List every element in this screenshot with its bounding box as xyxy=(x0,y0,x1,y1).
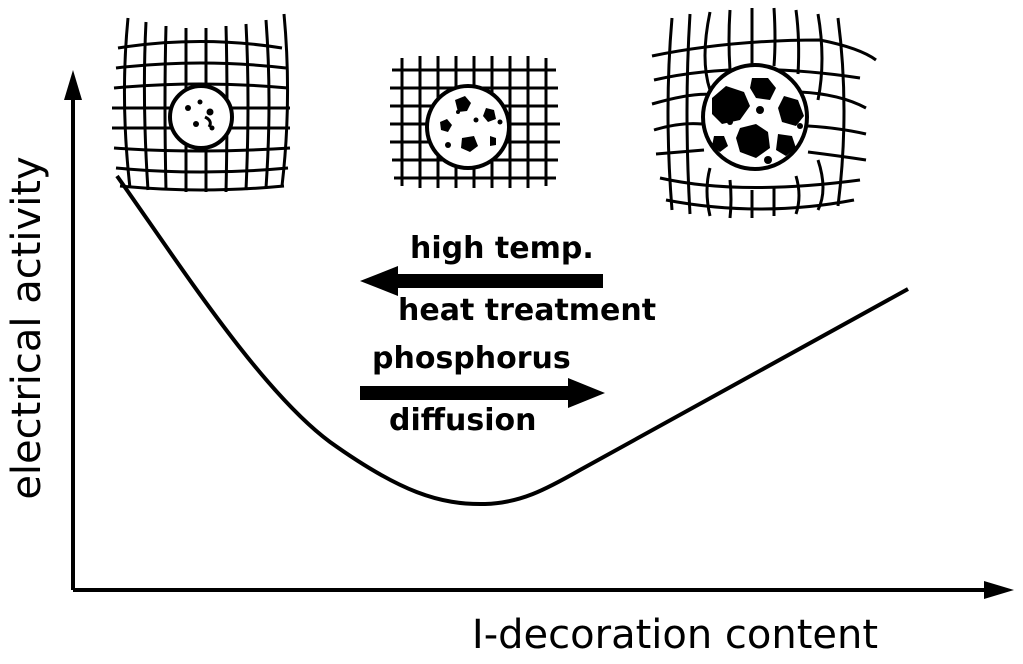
x-axis-arrowhead xyxy=(984,581,1014,599)
phosphorus-diffusion-arrow xyxy=(360,378,605,408)
phosphorus-diffusion-label-bottom: diffusion xyxy=(389,403,537,438)
arrow-head xyxy=(360,266,398,296)
heat-treatment-label-top: high temp. xyxy=(410,231,594,266)
activity-curve xyxy=(115,174,909,507)
phosphorus-diffusion-label-top: phosphorus xyxy=(372,341,571,376)
heat-treatment-label-bottom: heat treatment xyxy=(398,293,656,328)
arrow-head xyxy=(568,378,605,408)
arrow-shaft xyxy=(385,274,603,288)
x-axis-label: I-decoration content xyxy=(472,612,878,658)
heavily-decorated-dislocation-grid xyxy=(651,7,877,219)
axes xyxy=(64,70,1014,599)
moderately-decorated-dislocation-grid xyxy=(390,56,560,188)
y-axis-label: electrical activity xyxy=(4,156,50,499)
slightly-decorated-dislocation-grid xyxy=(112,13,291,193)
arrow-shaft xyxy=(360,386,580,400)
heat-treatment-arrow xyxy=(360,266,603,296)
y-axis-arrowhead xyxy=(64,70,82,100)
